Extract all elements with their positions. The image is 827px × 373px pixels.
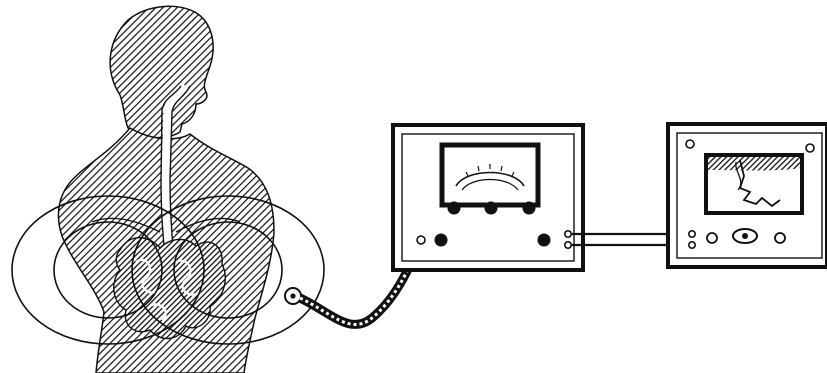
recorder-knob-right xyxy=(775,233,785,243)
chart-recorder-unit xyxy=(668,124,827,267)
amplifier-knob-center xyxy=(485,202,498,215)
amplifier-knob-lower-left xyxy=(435,234,448,247)
amplifier-meter-unit xyxy=(393,125,583,270)
chart-paper-top xyxy=(708,157,800,171)
recorder-screw-top-right xyxy=(806,144,814,152)
amplifier-knob-left xyxy=(448,202,461,215)
amplifier-knob-right xyxy=(523,202,536,215)
recorder-screw-top-left xyxy=(686,140,694,148)
amplifier-output-terminal-1 xyxy=(565,231,571,237)
recorder-dial-hub xyxy=(742,233,748,239)
recorder-input-terminal-1 xyxy=(689,231,695,237)
meter-window xyxy=(442,145,538,205)
recorder-knob-left xyxy=(707,233,717,243)
recorder-input-terminal-2 xyxy=(689,242,695,248)
probe-connector-center xyxy=(290,293,295,298)
human-figure xyxy=(58,6,274,373)
amplifier-input-jack xyxy=(417,236,425,244)
amplifier-knob-lower-right xyxy=(538,234,551,247)
amplifier-output-terminal-2 xyxy=(565,242,571,248)
